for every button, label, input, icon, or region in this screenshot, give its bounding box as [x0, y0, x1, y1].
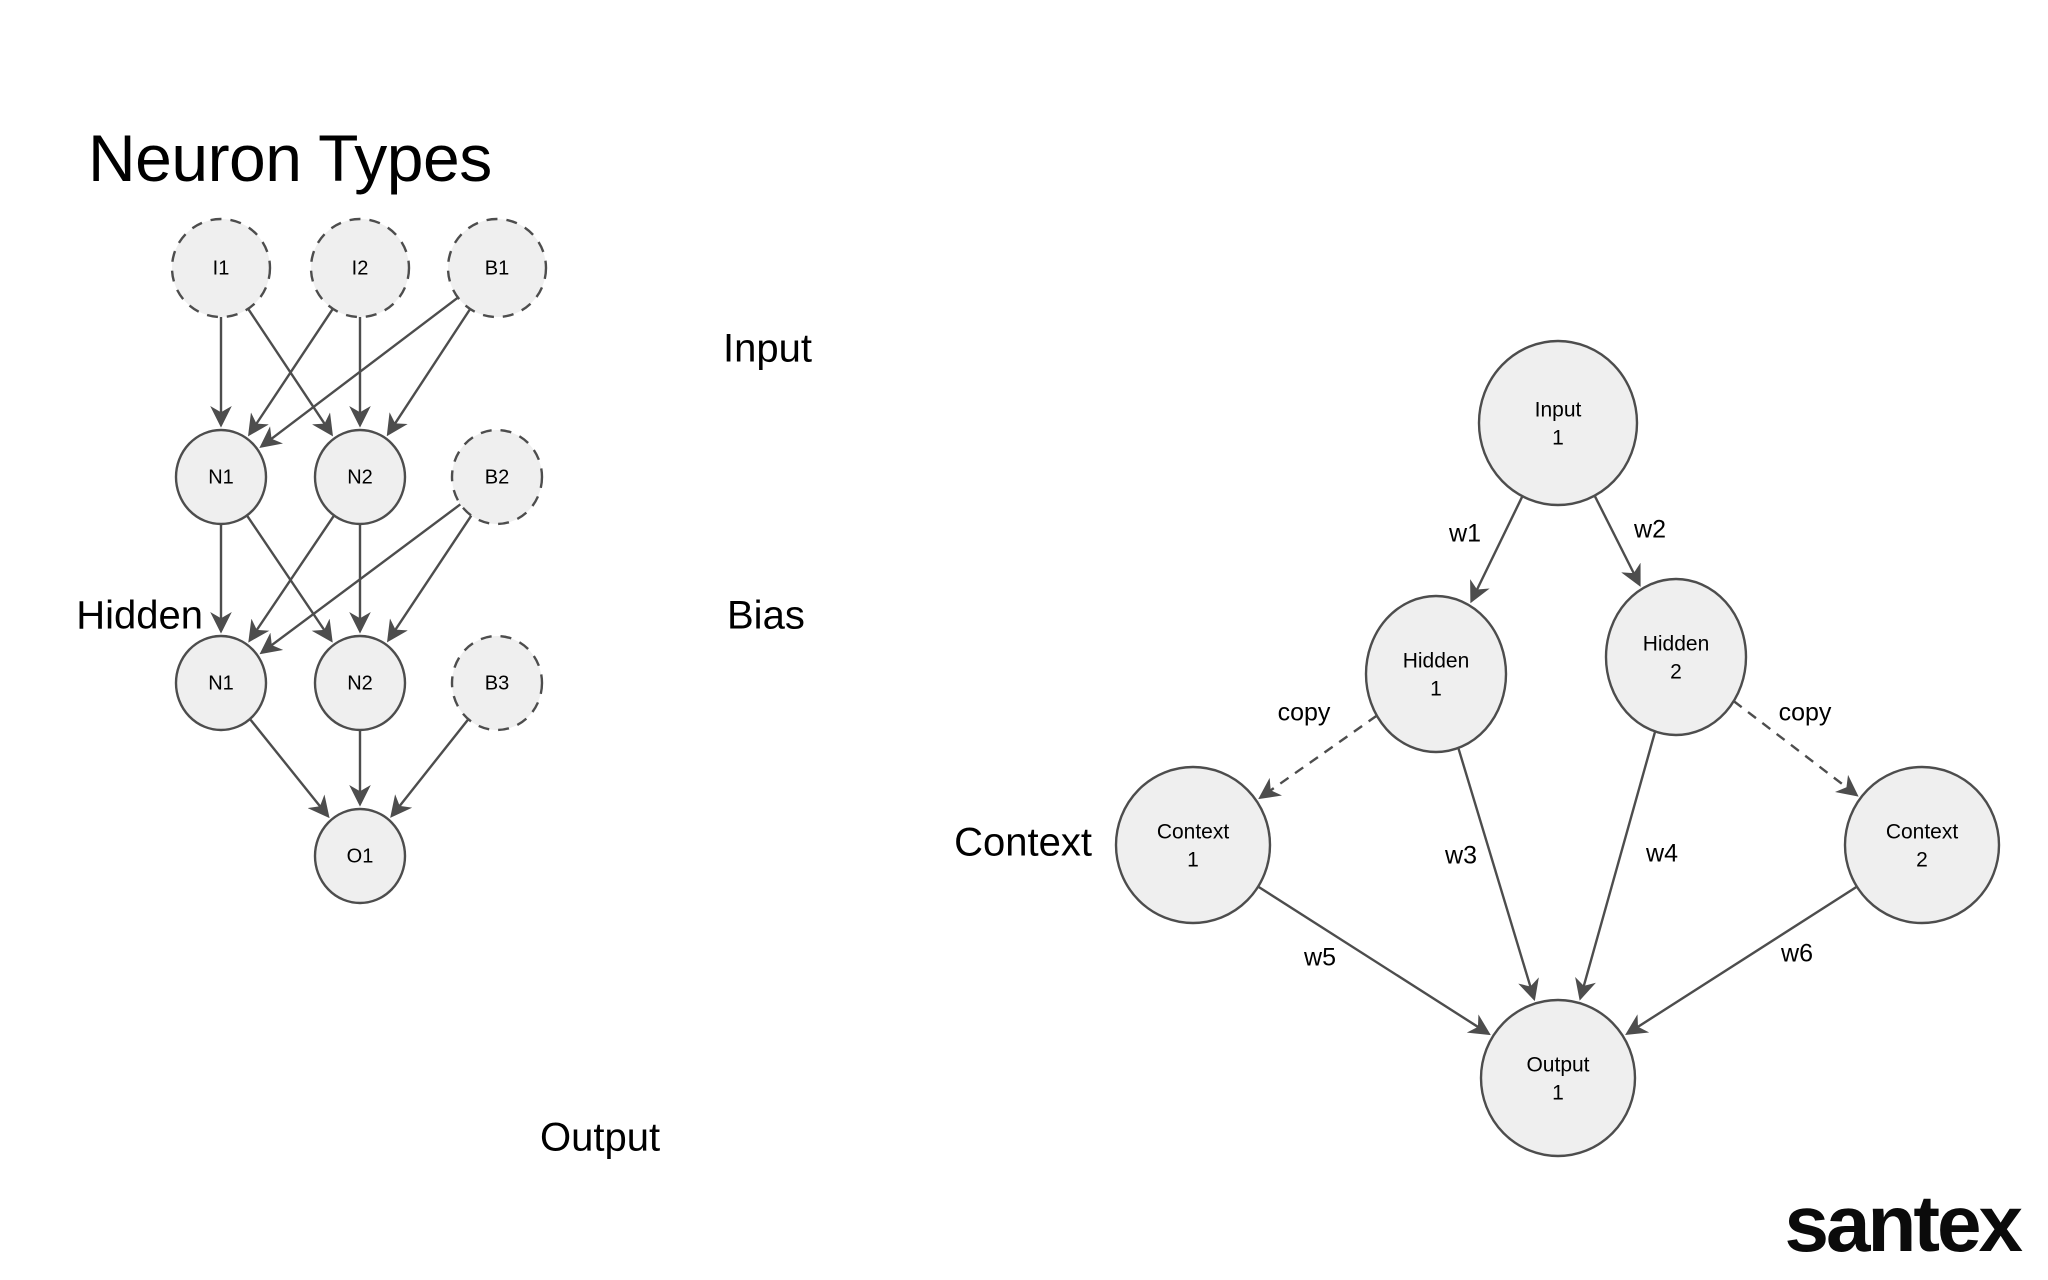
edge-ctx2-to-out1 — [1625, 885, 1858, 1036]
edge-label-w4: w4 — [1645, 840, 1678, 868]
node-h2: N2 — [313, 428, 407, 526]
node-shape — [1364, 594, 1508, 754]
santex-logo: santex — [1784, 1179, 2023, 1268]
node-shape — [1843, 765, 2001, 925]
node-h1: N1 — [174, 428, 268, 526]
edge-label-w2: w2 — [1633, 516, 1666, 544]
node-shape — [450, 634, 544, 732]
node-shape — [1114, 765, 1272, 925]
node-label: N1 — [208, 466, 234, 488]
edge-b2-to-h4 — [387, 514, 473, 643]
edge-label-w1: w1 — [1448, 520, 1481, 548]
node-shape — [313, 428, 407, 526]
right-diagram-edges — [1257, 495, 1859, 1036]
right-diagram-nodes: Input1Hidden1Hidden2Context1Context2Outp… — [1114, 339, 2001, 1158]
group-label-bias: Bias — [727, 594, 805, 638]
edge-hid2-to-ctx2 — [1732, 700, 1859, 797]
node-label: B1 — [485, 257, 509, 279]
edge-h3-to-o1 — [248, 718, 330, 819]
group-label-context: Context — [954, 821, 1092, 865]
node-shape — [170, 217, 272, 319]
node-label-line2: 1 — [1187, 849, 1199, 872]
node-b1: B1 — [446, 217, 548, 319]
edge-in1-to-hid1 — [1470, 495, 1524, 604]
edge-hid1-to-out1 — [1457, 747, 1539, 1002]
edge-ctx1-to-out1 — [1257, 885, 1491, 1036]
edge-label-copy: copy — [1779, 699, 1832, 727]
node-label-line2: 1 — [1552, 1082, 1564, 1105]
node-label: N1 — [208, 672, 234, 694]
node-shape — [1479, 998, 1637, 1158]
node-label: B3 — [485, 672, 509, 694]
node-label-line1: Input — [1535, 399, 1582, 422]
node-shape — [1604, 577, 1748, 737]
node-label: N2 — [347, 466, 373, 488]
node-label-line1: Context — [1886, 821, 1959, 844]
node-shape — [174, 428, 268, 526]
edge-h1-to-h4 — [245, 514, 333, 643]
edge-hid1-to-ctx1 — [1258, 714, 1378, 800]
node-hid1: Hidden 1 — [1364, 594, 1508, 754]
edge-i2-to-h1 — [248, 308, 334, 437]
node-label-line2: 2 — [1670, 661, 1682, 684]
node-out1: Output 1 — [1479, 998, 1637, 1158]
node-h4: N2 — [313, 634, 407, 732]
node-b3: B3 — [450, 634, 544, 732]
group-label-hidden: Hidden — [76, 594, 203, 638]
edge-label-w3: w3 — [1444, 842, 1477, 870]
node-b2: B2 — [450, 428, 544, 526]
node-shape — [1477, 339, 1639, 507]
edge-label-copy: copy — [1278, 699, 1331, 727]
node-label: N2 — [347, 672, 373, 694]
node-ctx2: Context 2 — [1843, 765, 2001, 925]
node-i1: I1 — [170, 217, 272, 319]
node-shape — [313, 807, 407, 905]
node-label-line2: 2 — [1916, 849, 1928, 872]
edge-b1-to-h1 — [259, 296, 459, 448]
edge-hid2-to-out1 — [1575, 731, 1657, 1001]
node-label: O1 — [347, 845, 374, 867]
edge-b3-to-o1 — [390, 718, 470, 818]
node-label: B2 — [485, 466, 509, 488]
node-i2: I2 — [309, 217, 411, 319]
edge-weight-labels: w1 w2 w3 w4 w5 w6 copy copy — [1278, 516, 1832, 972]
group-label-output: Output — [540, 1116, 660, 1160]
page-title: Neuron Types — [88, 121, 492, 195]
edge-in1-to-hid2 — [1593, 495, 1641, 587]
edge-label-w5: w5 — [1303, 944, 1336, 972]
node-label-line1: Hidden — [1643, 633, 1710, 656]
node-in1: Input 1 — [1477, 339, 1639, 507]
node-label: I1 — [213, 257, 230, 279]
node-shape — [313, 634, 407, 732]
edge-i1-to-h2 — [247, 308, 333, 437]
group-label-input: Input — [723, 327, 812, 371]
node-label: I2 — [352, 257, 369, 279]
node-h3: N1 — [174, 634, 268, 732]
node-label-line2: 1 — [1430, 678, 1442, 701]
node-ctx1: Context 1 — [1114, 765, 1272, 925]
node-shape — [450, 428, 544, 526]
left-diagram-edges — [210, 296, 473, 819]
edge-b1-to-h2 — [386, 308, 472, 437]
node-label-line1: Output — [1526, 1054, 1589, 1077]
edge-b2-to-h3 — [259, 503, 462, 655]
edge-label-w6: w6 — [1780, 940, 1813, 968]
node-shape — [174, 634, 268, 732]
node-shape — [446, 217, 548, 319]
edge-h2-to-h3 — [248, 514, 336, 643]
node-label-line1: Hidden — [1403, 650, 1470, 673]
node-label-line1: Context — [1157, 821, 1230, 844]
node-hid2: Hidden 2 — [1604, 577, 1748, 737]
node-o1: O1 — [313, 807, 407, 905]
node-label-line2: 1 — [1552, 427, 1564, 450]
node-shape — [309, 217, 411, 319]
